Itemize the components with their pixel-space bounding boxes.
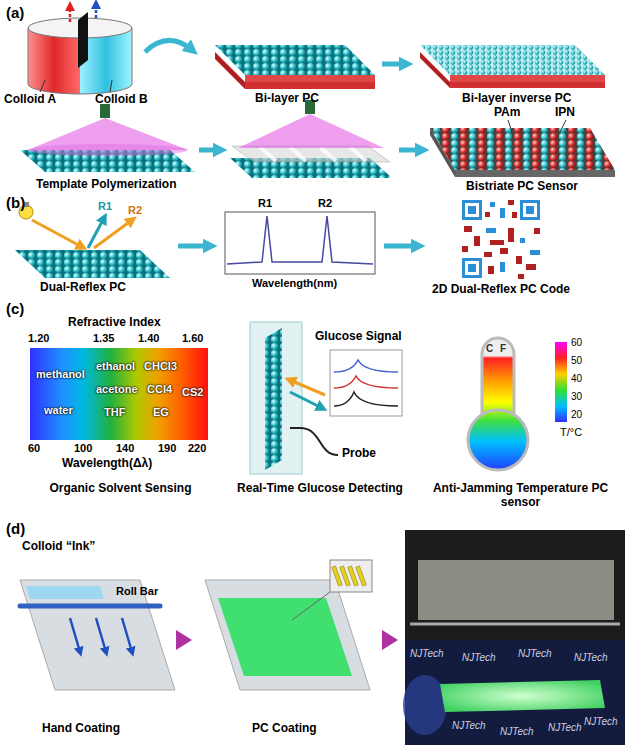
- part-label: Dual-Reflex PC: [40, 281, 126, 295]
- scale-letter: C: [486, 343, 493, 355]
- watermark: NJTech: [452, 720, 486, 732]
- scale-letter: F: [500, 343, 506, 355]
- axis-tick: 140: [116, 442, 134, 455]
- axis-label: Wavelength(nm): [252, 277, 337, 290]
- watermark: NJTech: [548, 722, 582, 734]
- watermark: NJTech: [574, 652, 608, 664]
- axis-tick: 20: [571, 409, 582, 421]
- part-label: IPN: [555, 106, 575, 120]
- signal-name: R1: [98, 200, 112, 213]
- axis-tick: 1.40: [138, 332, 159, 345]
- solvent-name: CHCl3: [144, 360, 177, 373]
- panel-caption: PC Coating: [252, 722, 317, 736]
- axis-tick: 100: [74, 442, 92, 455]
- part-label: Bistriate PC Sensor: [466, 180, 578, 194]
- part-label: Roll Bar: [116, 585, 158, 598]
- signal-name: R2: [318, 197, 332, 210]
- panel-caption: Anti-Jamming Temperature PC sensor: [418, 482, 623, 510]
- part-label: Colloid B: [95, 93, 148, 107]
- axis-tick: 190: [158, 442, 176, 455]
- axis-tick: 60: [571, 337, 582, 349]
- part-label: Colloid A: [4, 93, 56, 107]
- watermark: NJTech: [518, 648, 552, 660]
- part-label: PAm: [494, 106, 520, 120]
- part-label: Probe: [342, 447, 376, 461]
- axis-title: Refractive Index: [68, 316, 161, 330]
- part-label: Bi-layer PC: [255, 92, 319, 106]
- solvent-name: CCl4: [147, 383, 172, 396]
- panel-caption: Hand Coating: [42, 722, 120, 736]
- part-label: 2D Dual-Reflex PC Code: [416, 283, 586, 297]
- axis-title: Wavelength(Δλ): [62, 457, 152, 471]
- solvent-name: THF: [104, 406, 125, 419]
- watermark: NJTech: [584, 716, 618, 728]
- panel-letter: (a): [6, 4, 24, 21]
- panel-caption: Organic Solvent Sensing: [18, 482, 223, 496]
- axis-tick: 30: [571, 391, 582, 403]
- axis-tick: 220: [188, 442, 206, 455]
- solvent-name: CS2: [182, 386, 203, 399]
- solvent-name: water: [44, 404, 73, 417]
- axis-tick: 1.20: [28, 332, 49, 345]
- axis-tick: 60: [28, 442, 40, 455]
- panel-letter: (d): [6, 520, 25, 537]
- axis-tick: 1.35: [93, 332, 114, 345]
- solvent-name: ethanol: [96, 360, 135, 373]
- axis-tick: 1.60: [182, 332, 203, 345]
- solvent-name: acetone: [96, 383, 138, 396]
- part-label: Template Polymerization: [36, 178, 176, 192]
- solvent-name: methanol: [36, 368, 85, 381]
- axis-tick: 50: [571, 355, 582, 367]
- axis-tick: 40: [571, 373, 582, 385]
- panel-letter: (b): [6, 194, 25, 211]
- panel-letter: (c): [6, 300, 24, 317]
- part-label: Bi-layer inverse PC: [462, 92, 571, 106]
- watermark: NJTech: [462, 652, 496, 664]
- panel-caption: Real-Time Glucose Detecting: [220, 482, 420, 496]
- part-label: Glucose Signal: [315, 330, 402, 344]
- watermark: NJTech: [410, 648, 444, 660]
- axis-title: T/°C: [560, 426, 582, 439]
- solvent-name: EG: [153, 406, 169, 419]
- signal-name: R1: [258, 197, 272, 210]
- part-label: Colloid “Ink”: [22, 540, 95, 554]
- watermark: NJTech: [500, 726, 534, 738]
- signal-name: R2: [128, 204, 142, 217]
